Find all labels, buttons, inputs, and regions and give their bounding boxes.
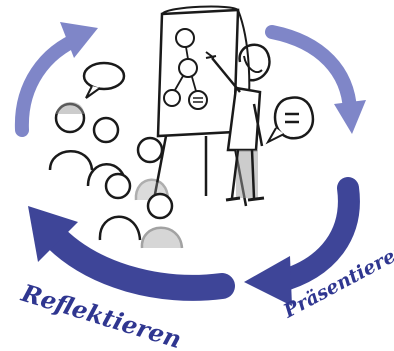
cycle-arrow-bottom-right — [244, 177, 360, 306]
audience-group — [48, 102, 184, 249]
cycle-arrow-top-right — [265, 25, 366, 134]
presenter-figure — [205, 43, 271, 202]
cycle-arrow-top-left — [14, 22, 98, 137]
cycle-arrow-bottom-left — [28, 206, 235, 301]
speech-bubble-equals-icon — [265, 96, 315, 145]
speech-bubble-icon — [82, 61, 126, 99]
